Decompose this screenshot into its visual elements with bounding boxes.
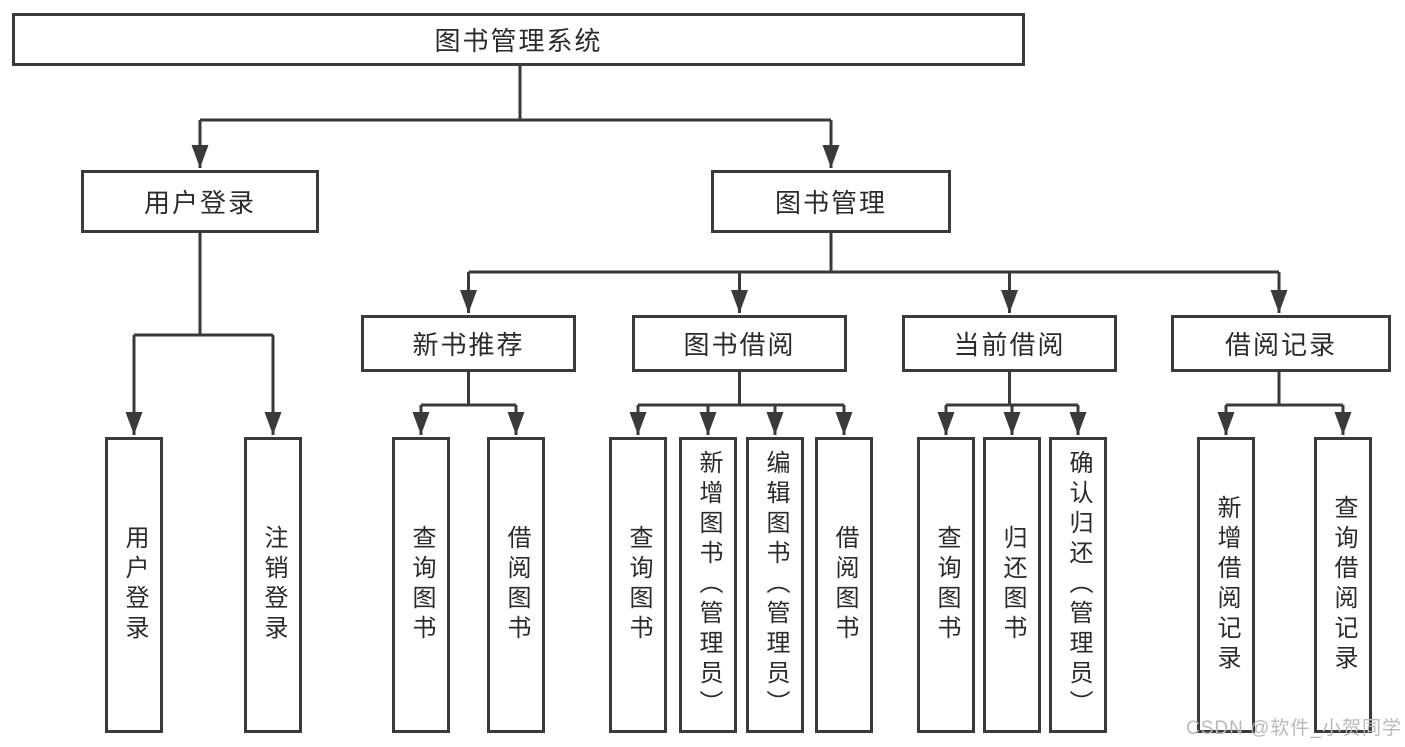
leaf-user-login: 用户登录: [105, 437, 163, 733]
leaf-borrow-query-book: 查询图书: [609, 437, 667, 733]
node-borrow-records: 借阅记录: [1171, 315, 1391, 372]
leaf-recommend-borrow-book: 借阅图书: [487, 437, 545, 733]
leaf-records-add-borrow-record-label: 新增借阅记录: [1213, 495, 1240, 675]
node-user-login: 用户登录: [81, 170, 319, 233]
leaf-borrow-edit-book-admin: 编辑图书（管理员）: [746, 437, 804, 733]
node-borrow-records-label: 借阅记录: [1224, 330, 1337, 360]
leaf-current-query-book-label: 查询图书: [933, 525, 960, 645]
node-book-borrow: 图书借阅: [632, 315, 847, 372]
leaf-borrow-borrow-book-label: 借阅图书: [831, 525, 858, 645]
node-book-management: 图书管理: [711, 170, 951, 233]
leaf-current-confirm-return-admin: 确认归还（管理员）: [1049, 437, 1107, 733]
leaf-current-confirm-return-admin-label: 确认归还（管理员）: [1065, 450, 1092, 720]
leaf-user-login-label: 用户登录: [121, 525, 148, 645]
leaf-records-query-borrow-record: 查询借阅记录: [1314, 437, 1372, 733]
leaf-borrow-query-book-label: 查询图书: [625, 525, 652, 645]
leaf-recommend-query-book-label: 查询图书: [408, 525, 435, 645]
leaf-records-query-borrow-record-label: 查询借阅记录: [1330, 495, 1357, 675]
node-root-label: 图书管理系统: [434, 26, 603, 56]
leaf-current-return-book: 归还图书: [983, 437, 1041, 733]
leaf-logout-label: 注销登录: [260, 525, 287, 645]
leaf-recommend-query-book: 查询图书: [392, 437, 450, 733]
leaf-records-add-borrow-record: 新增借阅记录: [1197, 437, 1255, 733]
leaf-borrow-borrow-book: 借阅图书: [815, 437, 873, 733]
leaf-borrow-edit-book-admin-label: 编辑图书（管理员）: [762, 450, 789, 720]
node-book-borrow-label: 图书借阅: [683, 330, 796, 360]
leaf-recommend-borrow-book-label: 借阅图书: [503, 525, 530, 645]
node-user-login-label: 用户登录: [143, 188, 256, 218]
node-new-book-recommend-label: 新书推荐: [412, 330, 525, 360]
leaf-borrow-add-book-admin-label: 新增图书（管理员）: [695, 450, 722, 720]
node-root: 图书管理系统: [12, 13, 1025, 66]
node-current-borrow: 当前借阅: [902, 315, 1117, 372]
node-book-management-label: 图书管理: [774, 188, 887, 218]
node-new-book-recommend: 新书推荐: [361, 315, 576, 372]
leaf-current-query-book: 查询图书: [917, 437, 975, 733]
csdn-watermark: CSDN @软件_小贺同学: [1186, 718, 1402, 739]
leaf-current-return-book-label: 归还图书: [999, 525, 1026, 645]
leaf-borrow-add-book-admin: 新增图书（管理员）: [679, 437, 737, 733]
node-current-borrow-label: 当前借阅: [953, 330, 1066, 360]
leaf-logout: 注销登录: [244, 437, 302, 733]
